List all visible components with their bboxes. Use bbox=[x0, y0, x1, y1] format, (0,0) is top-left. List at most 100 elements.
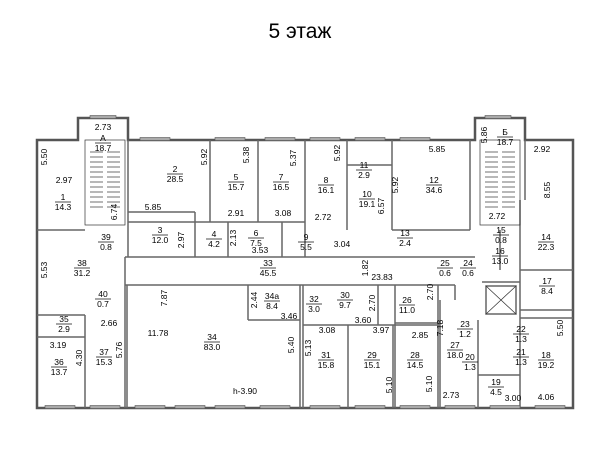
room-area: 4.2 bbox=[208, 239, 220, 249]
dimension-label: 3.53 bbox=[252, 245, 269, 255]
dimension-label: 3.00 bbox=[505, 393, 522, 403]
dimension-label: 2.13 bbox=[228, 229, 238, 246]
window bbox=[484, 115, 512, 119]
dimension-label: 2.85 bbox=[412, 330, 429, 340]
room-11: 112.9 bbox=[356, 160, 372, 180]
room-30: 309.7 bbox=[337, 290, 353, 310]
elevator-cross bbox=[485, 285, 517, 315]
dimension-label: 5.40 bbox=[286, 336, 296, 353]
room-number: 36 bbox=[54, 357, 64, 367]
room-number: 6 bbox=[254, 228, 259, 238]
room-area: 7.5 bbox=[250, 238, 262, 248]
dimension-label: 5.10 bbox=[424, 375, 434, 392]
room-number: 14 bbox=[541, 232, 551, 242]
room-area: 16.5 bbox=[273, 182, 290, 192]
room-area: 12.0 bbox=[152, 235, 169, 245]
room-3: 312.0 bbox=[152, 225, 169, 245]
room-5: 515.7 bbox=[228, 172, 245, 192]
dimension-label: 5.38 bbox=[241, 146, 251, 163]
dimension-label: 5.76 bbox=[114, 341, 124, 358]
room-area: 14.5 bbox=[407, 360, 424, 370]
dimension-label: 5.85 bbox=[429, 144, 446, 154]
room-number: 31 bbox=[321, 350, 331, 360]
room-number: 10 bbox=[362, 189, 372, 199]
room-area: 5.5 bbox=[300, 242, 312, 252]
room-number: 3 bbox=[158, 225, 163, 235]
room-35: 352.9 bbox=[56, 314, 72, 334]
dimension-label: 2.70 bbox=[425, 283, 435, 300]
room-area: 0.6 bbox=[439, 268, 451, 278]
room-area: 1.3 bbox=[464, 362, 476, 372]
room-number: 29 bbox=[367, 350, 377, 360]
room-area: 1.3 bbox=[515, 357, 527, 367]
room-area: 16.1 bbox=[318, 185, 335, 195]
room-32: 323.0 bbox=[306, 294, 322, 314]
room-number: 8 bbox=[324, 175, 329, 185]
room-13: 132.4 bbox=[397, 228, 413, 248]
room-9: 95.5 bbox=[298, 232, 314, 252]
dimension-label: 11.78 bbox=[148, 328, 169, 338]
elevator-shaft bbox=[485, 285, 517, 315]
room-area: 22.3 bbox=[538, 242, 555, 252]
room-8: 816.1 bbox=[318, 175, 335, 195]
dimension-label: 2.44 bbox=[249, 291, 259, 308]
window bbox=[139, 137, 171, 141]
dimension-label: 7.87 bbox=[159, 289, 169, 306]
room-number: 23 bbox=[460, 319, 470, 329]
room-area: 13.0 bbox=[492, 256, 509, 266]
room-number: 24 bbox=[463, 258, 473, 268]
room-area: 18.7 bbox=[497, 137, 514, 147]
room-number: 16 bbox=[495, 246, 505, 256]
dimension-label: 3.19 bbox=[50, 340, 67, 350]
window bbox=[264, 137, 296, 141]
room-15: 150.8 bbox=[493, 225, 509, 245]
window bbox=[354, 405, 386, 409]
room-area: 8.4 bbox=[266, 301, 278, 311]
dimension-label: 3.46 bbox=[281, 311, 298, 321]
dimension-label: 5.53 bbox=[39, 261, 49, 278]
dimension-label: h-3.90 bbox=[233, 386, 257, 396]
room-23: 231.2 bbox=[457, 319, 473, 339]
room-number: 21 bbox=[516, 347, 526, 357]
room-number: 37 bbox=[99, 347, 109, 357]
room-area: 31.2 bbox=[74, 268, 91, 278]
room-19: 194.5 bbox=[488, 377, 504, 397]
room-number: 17 bbox=[542, 276, 552, 286]
room-20: 201.3 bbox=[462, 352, 478, 372]
dimension-label: 2.73 bbox=[95, 122, 112, 132]
room-А: А18.7 bbox=[95, 133, 112, 153]
room-39: 390.8 bbox=[98, 232, 114, 252]
room-area: 1.2 bbox=[459, 329, 471, 339]
window bbox=[399, 405, 431, 409]
room-2: 228.5 bbox=[167, 164, 184, 184]
room-area: 83.0 bbox=[204, 342, 221, 352]
stair-well bbox=[479, 139, 521, 226]
room-area: 18.7 bbox=[95, 143, 112, 153]
room-number: 12 bbox=[429, 175, 439, 185]
window bbox=[534, 405, 566, 409]
dimension-label: 2.72 bbox=[315, 212, 332, 222]
room-Б: Б18.7 bbox=[497, 127, 514, 147]
room-number: 25 bbox=[440, 258, 450, 268]
room-area: 9.7 bbox=[339, 300, 351, 310]
room-area: 4.5 bbox=[490, 387, 502, 397]
window bbox=[174, 405, 206, 409]
room-number: 7 bbox=[279, 172, 284, 182]
room-area: 0.6 bbox=[462, 268, 474, 278]
dimension-label: 5.10 bbox=[384, 376, 394, 393]
room-6: 67.5 bbox=[248, 228, 264, 248]
room-area: 15.3 bbox=[96, 357, 113, 367]
dimension-label: 7.18 bbox=[435, 319, 445, 336]
room-number: 39 bbox=[101, 232, 111, 242]
